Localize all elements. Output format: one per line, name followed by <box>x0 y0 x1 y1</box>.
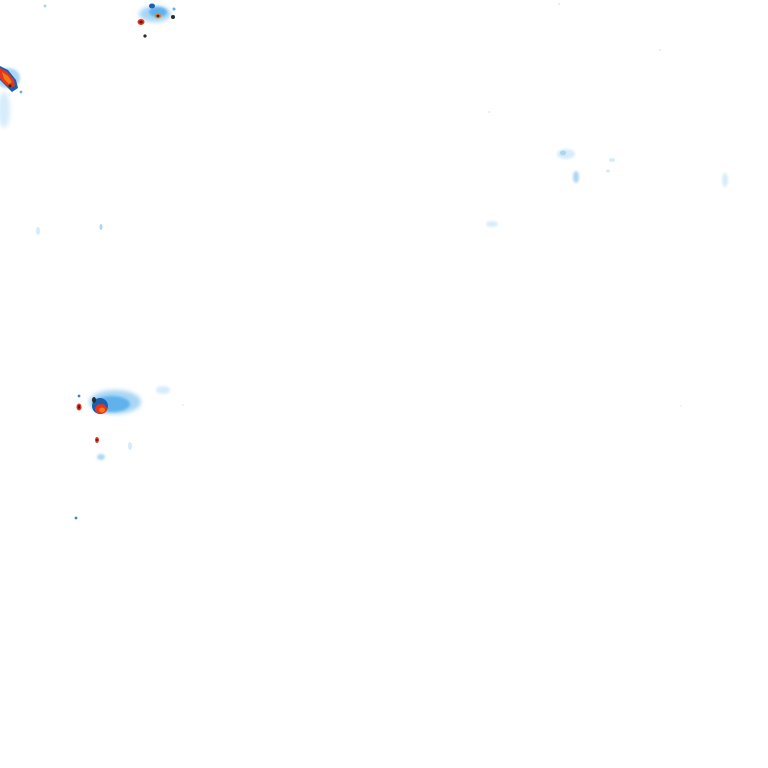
echo-very-light <box>606 169 610 173</box>
echo-very-light <box>128 442 132 450</box>
echo-speck <box>74 516 78 520</box>
echo-speck <box>172 7 176 11</box>
echo-speck <box>558 3 560 5</box>
echo-heavy <box>2 72 12 84</box>
storm-cell-left-edge <box>0 66 23 128</box>
echo-moderate <box>149 7 167 17</box>
echo-speck <box>36 227 40 235</box>
echo-core <box>139 20 143 24</box>
storm-cluster-top-left <box>43 3 176 38</box>
echo-core <box>96 439 98 441</box>
echo-speck <box>143 34 147 38</box>
echo-speck <box>680 405 682 407</box>
echo-very-light <box>486 221 498 227</box>
echo-speck <box>77 394 81 398</box>
echo-core <box>92 397 96 403</box>
echo-speck <box>99 224 103 230</box>
echo-speck <box>659 49 661 51</box>
echo-light <box>560 150 566 156</box>
echo-speck <box>171 15 175 19</box>
echo-very-light <box>0 92 10 128</box>
light-echoes-right <box>486 49 728 227</box>
echo-heavy <box>99 407 105 413</box>
echo-core <box>77 405 81 409</box>
echo-speck <box>488 111 490 113</box>
echo-light <box>573 171 579 183</box>
echo-very-light <box>557 149 575 159</box>
echo-speck <box>43 4 47 8</box>
echo-strong <box>149 3 155 9</box>
echo-core <box>156 14 160 18</box>
echo-speck <box>182 404 184 406</box>
echo-very-light <box>722 173 728 187</box>
storm-cluster-mid-left <box>74 386 170 520</box>
echo-very-light <box>609 158 615 162</box>
scattered-speckles <box>36 3 682 407</box>
echo-very-light <box>156 386 170 394</box>
echo-core <box>8 84 12 88</box>
echo-light <box>97 454 105 460</box>
echo-speck <box>19 90 23 94</box>
